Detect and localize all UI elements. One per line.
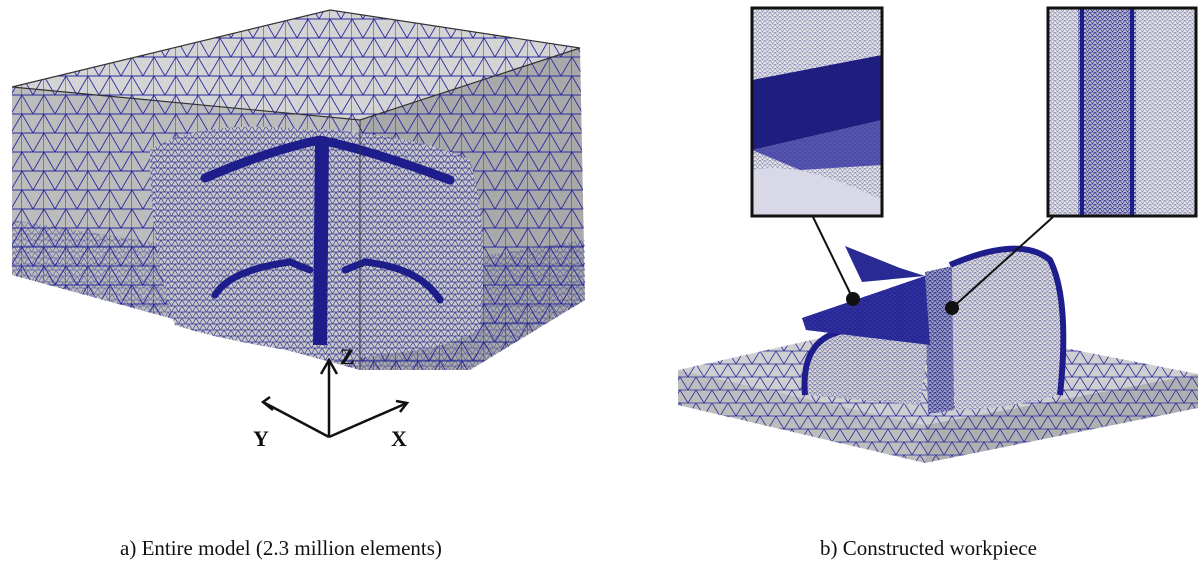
callout-dot-left [846, 292, 860, 306]
y-axis-label: Y [253, 426, 269, 451]
panel-entire-model: Z Y X [0, 0, 600, 500]
caption-entire-model: a) Entire model (2.3 million elements) [120, 536, 442, 560]
coordinate-axes [260, 357, 410, 439]
entire-model-drawing: Z Y X [11, 9, 585, 451]
x-axis-label: X [391, 426, 407, 451]
caption-constructed-workpiece: b) Constructed workpiece [820, 536, 1037, 560]
inner-bead-right [341, 258, 444, 304]
callout-dot-right [945, 301, 959, 315]
workpiece-drawing [678, 6, 1198, 463]
callout-line-left [812, 216, 854, 300]
inner-bead-left [211, 258, 314, 299]
panel-constructed-workpiece [600, 0, 1201, 500]
inner-web [313, 139, 329, 346]
inset-detail-right [1046, 6, 1198, 218]
z-axis-label: Z [340, 344, 355, 369]
inset-detail-left [750, 6, 884, 218]
callout-line-right [951, 216, 1054, 309]
